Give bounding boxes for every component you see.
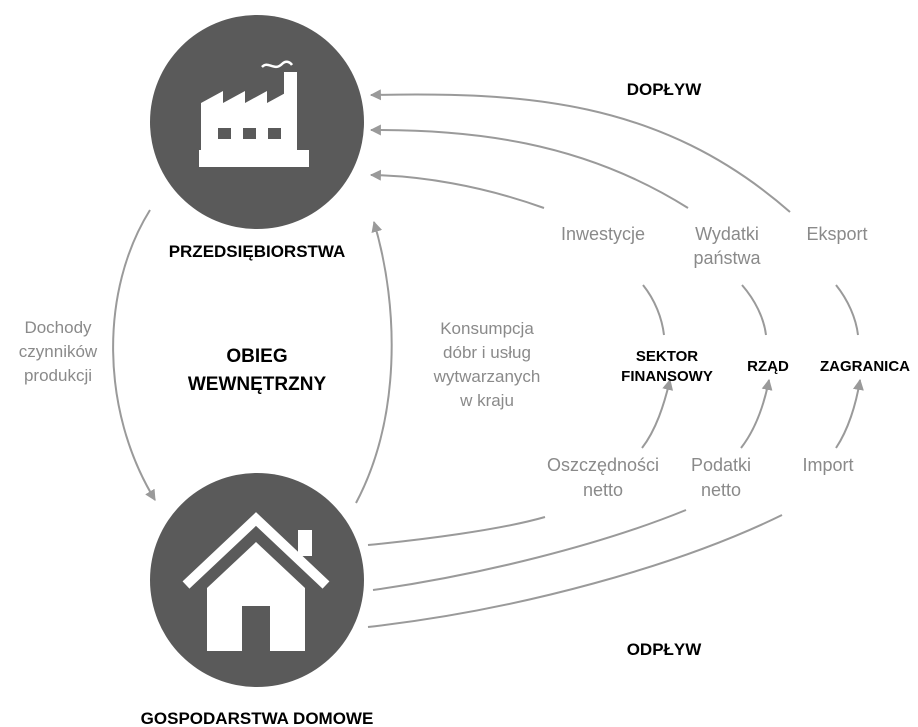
net-taxes-line: [372, 509, 687, 591]
internal-circulation-label-line1: OBIEG: [226, 346, 287, 367]
net-taxes-label-line1: Podatki: [691, 455, 751, 475]
outflow-label: ODPŁYW: [627, 640, 703, 659]
internal-circulation-label-line2: WEWNĘTRZNY: [188, 374, 327, 395]
government-label: RZĄD: [747, 358, 789, 375]
investment-to-financial-line: [642, 284, 665, 336]
imports-line: [367, 514, 783, 628]
firms-node: [150, 15, 364, 229]
consumption-label-line1: Konsumpcja: [440, 319, 534, 338]
net-taxes-label-line2: netto: [701, 480, 741, 500]
net-savings-label-line2: netto: [583, 480, 623, 500]
gov-spending-label-line1: Wydatki: [695, 224, 759, 244]
exports-to-abroad-line: [835, 284, 859, 336]
taxes-to-government-arrow: [740, 378, 773, 449]
households-node: [150, 473, 364, 687]
savings-to-financial-arrow: [641, 378, 674, 449]
households-label: GOSPODARSTWA DOMOWE: [141, 709, 374, 727]
factor-income-label-line2: czynników: [19, 342, 98, 361]
firms-label: PRZEDSIĘBIORSTWA: [169, 242, 346, 261]
abroad-label: ZAGRANICA: [820, 358, 910, 375]
spending-to-government-line: [741, 284, 767, 336]
exports-label: Eksport: [806, 224, 867, 244]
investment-arrow: [369, 169, 545, 209]
consumption-label-line3: wytwarzanych: [433, 367, 541, 386]
house-icon: [182, 512, 330, 651]
factor-income-label-line3: produkcji: [24, 366, 92, 385]
net-savings-line: [367, 516, 546, 546]
financial-sector-label-line2: FINANSOWY: [621, 368, 713, 385]
financial-sector-label-line1: SEKTOR: [636, 348, 698, 365]
gov-spending-arrow: [369, 124, 689, 209]
factory-windows: [218, 128, 281, 139]
consumption-arrow: [355, 220, 393, 504]
imports-label: Import: [802, 455, 853, 475]
inflow-label: DOPŁYW: [627, 80, 703, 99]
gov-spending-label-line2: państwa: [693, 248, 761, 268]
consumption-label-line4: w kraju: [459, 391, 514, 410]
factor-income-label-line1: Dochody: [24, 318, 92, 337]
consumption-label-line2: dóbr i usług: [443, 343, 531, 362]
factor-income-arrow: [112, 209, 156, 501]
net-savings-label-line1: Oszczędności: [547, 455, 659, 475]
imports-to-abroad-arrow: [835, 378, 864, 449]
investment-label: Inwestycje: [561, 224, 645, 244]
exports-arrow: [369, 89, 791, 213]
